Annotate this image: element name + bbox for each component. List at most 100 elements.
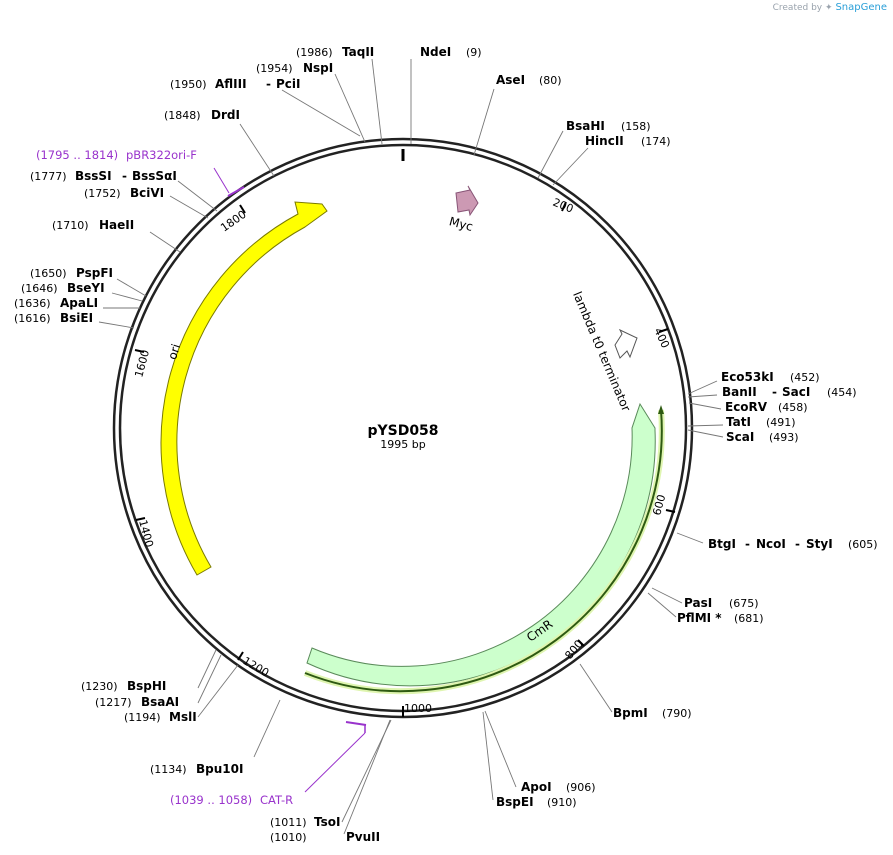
site-position: (1752) (84, 187, 121, 200)
site-position: (1950) (170, 78, 207, 91)
site-afliii[interactable]: AflIII (215, 77, 247, 91)
site-bcivi[interactable]: BciVI (130, 186, 164, 200)
site-bseyi[interactable]: BseYI (67, 281, 105, 295)
site-position: (9) (466, 46, 482, 59)
feature-lambda-t0-terminator[interactable]: lambda t0 terminator (570, 289, 638, 413)
site-position: (910) (547, 796, 577, 809)
site-position: (1011) (270, 816, 307, 829)
site-separator: - (745, 537, 750, 551)
plasmid-name: pYSD058 (367, 423, 438, 439)
site-position: (174) (641, 135, 671, 148)
snapgene-logo-icon: ✦ (825, 3, 833, 13)
site-btgi[interactable]: BtgI (708, 537, 736, 551)
site-position: (1217) (95, 696, 132, 709)
site-nspi[interactable]: NspI (303, 61, 333, 75)
feature-label-myc: Myc (448, 214, 475, 234)
credit-prefix: Created by (772, 3, 823, 13)
site-bspei[interactable]: BspEI (496, 795, 534, 809)
site-banii[interactable]: BanII (722, 385, 757, 399)
site-pasi[interactable]: PasI (684, 596, 712, 610)
site-leader-lines (98, 58, 724, 835)
site-bsssi[interactable]: BssSI (75, 169, 112, 183)
primer-cat-r[interactable]: (1039 .. 1058) CAT-R (170, 721, 367, 807)
site-position: (605) (848, 538, 878, 551)
tick-label: 1600 (132, 348, 152, 378)
site-styi[interactable]: StyI (806, 537, 833, 551)
tick-label: 200 (551, 196, 575, 216)
site-pflmi[interactable]: PflMI * (677, 611, 722, 625)
site-position: (458) (778, 401, 808, 414)
site-position: (906) (566, 781, 596, 794)
site-separator: - (122, 169, 127, 183)
site-separator: - (266, 77, 271, 91)
feature-myc[interactable]: Myc (448, 185, 479, 234)
tick-label: 1000 (404, 702, 432, 715)
site-position: (493) (769, 431, 799, 444)
site-pspfi[interactable]: PspFI (76, 266, 113, 280)
tick-label: 600 (650, 493, 668, 517)
primer-range: (1795 .. 1814) (36, 148, 118, 162)
site-taqii[interactable]: TaqII (342, 45, 374, 59)
site-separator: - (795, 537, 800, 551)
site-bsaai[interactable]: BsaAI (141, 695, 179, 709)
site-position: (1777) (30, 170, 67, 183)
site-apali[interactable]: ApaLI (60, 296, 98, 310)
site-asei[interactable]: AseI (496, 73, 525, 87)
feature-label-ori: ori (165, 342, 183, 361)
site-pvuii[interactable]: PvuII (346, 830, 380, 844)
site-ecorv[interactable]: EcoRV (725, 400, 768, 414)
site-bpu10i[interactable]: Bpu10I (196, 762, 243, 776)
site-position: (790) (662, 707, 692, 720)
site-position: (454) (827, 386, 857, 399)
site-eco53ki[interactable]: Eco53kI (721, 370, 774, 384)
site-position: (1650) (30, 267, 67, 280)
cds-strand-line (303, 405, 665, 695)
site-position: (1194) (124, 711, 161, 724)
site-tsoi[interactable]: TsoI (314, 815, 340, 829)
site-msli[interactable]: MslI (169, 710, 197, 724)
tick-marks (134, 201, 676, 717)
site-pcii[interactable]: PciI (276, 77, 301, 91)
site-position: (1636) (14, 297, 51, 310)
site-haeii[interactable]: HaeII (99, 218, 134, 232)
site-bsahi[interactable]: BsaHI (566, 119, 605, 133)
site-hincii[interactable]: HincII (585, 134, 624, 148)
site-position: (681) (734, 612, 764, 625)
site-separator: - (772, 385, 777, 399)
site-tati[interactable]: TatI (726, 415, 751, 429)
primer-name: pBR322ori-F (126, 148, 197, 162)
primer-name: CAT-R (260, 793, 293, 807)
site-position: (158) (621, 120, 651, 133)
site-saci[interactable]: SacI (782, 385, 810, 399)
primer-pbr322ori-f[interactable]: (1795 .. 1814) pBR322ori-F (36, 148, 245, 197)
site-position: (80) (539, 74, 562, 87)
site-position: (675) (729, 597, 759, 610)
site-position: (1616) (14, 312, 51, 325)
site-position: (1134) (150, 763, 187, 776)
site-bsssai[interactable]: BssSαI (132, 169, 177, 183)
snapgene-credit: Created by ✦ SnapGene (773, 2, 887, 13)
site-ncoi[interactable]: NcoI (756, 537, 786, 551)
feature-cmr[interactable]: CmR (306, 402, 656, 687)
site-position: (1848) (164, 109, 201, 122)
site-bpmi[interactable]: BpmI (613, 706, 648, 720)
site-position: (1230) (81, 680, 118, 693)
site-position: (1954) (256, 62, 293, 75)
site-apoi[interactable]: ApoI (521, 780, 552, 794)
primer-range: (1039 .. 1058) (170, 793, 252, 807)
feature-ori[interactable]: ori (160, 201, 328, 576)
credit-brand: SnapGene (835, 2, 887, 13)
site-labels[interactable]: NdeI (9) (1986) TaqII (1954) NspI (1950)… (14, 45, 878, 844)
site-position: (1986) (296, 46, 333, 59)
site-position: (1646) (21, 282, 58, 295)
site-drdi[interactable]: DrdI (211, 108, 240, 122)
site-position: (1010) (270, 831, 307, 844)
site-bsiei[interactable]: BsiEI (60, 311, 93, 325)
site-bsphi[interactable]: BspHI (127, 679, 166, 693)
site-scai[interactable]: ScaI (726, 430, 754, 444)
site-ndei[interactable]: NdeI (420, 45, 451, 59)
plasmid-size: 1995 bp (380, 438, 425, 451)
site-position: (452) (790, 371, 820, 384)
site-position: (491) (766, 416, 796, 429)
